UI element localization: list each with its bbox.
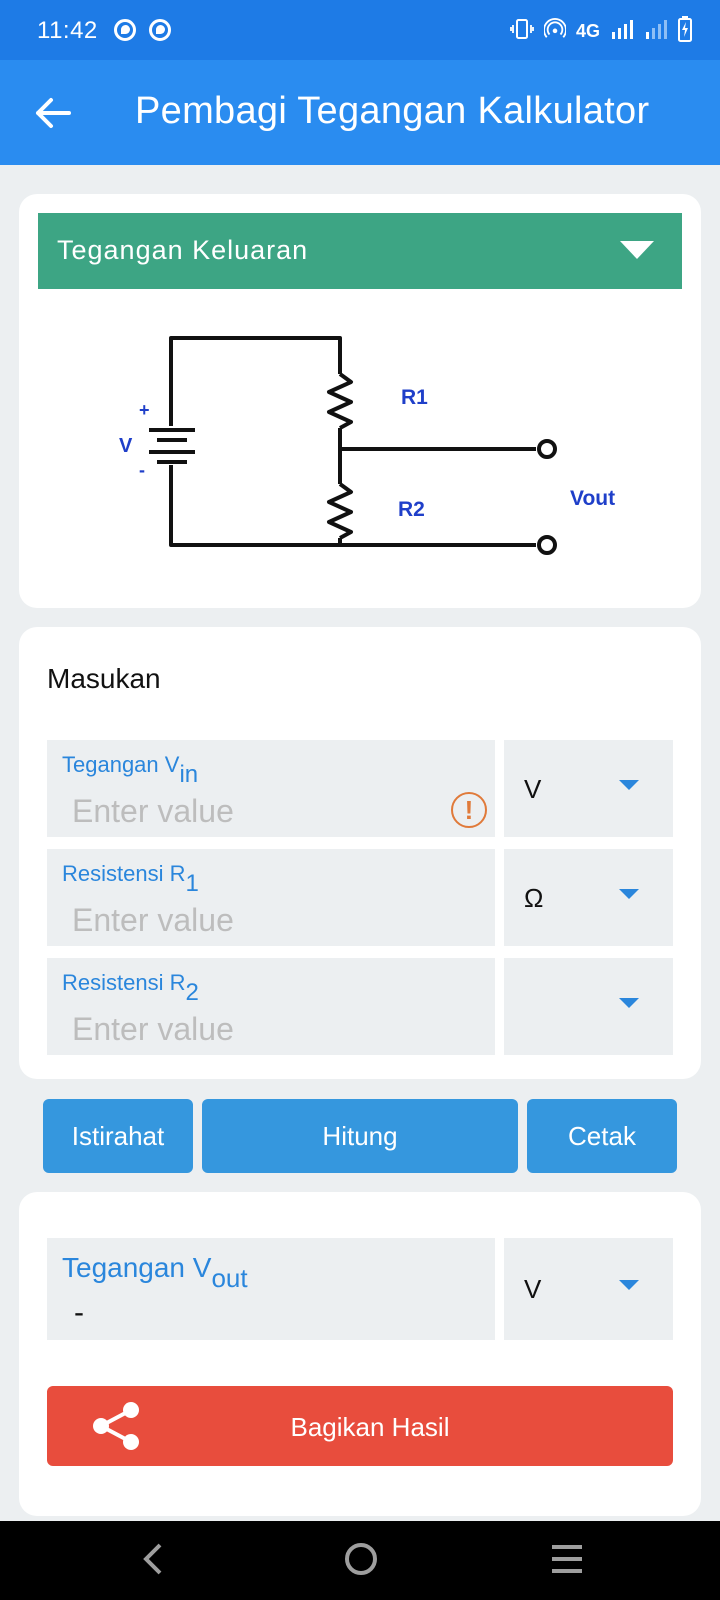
vin-unit-dropdown[interactable]: V <box>504 740 673 837</box>
vibrate-icon <box>510 17 534 46</box>
output-terminal-bottom <box>537 535 557 555</box>
caret-down-icon <box>619 1280 639 1290</box>
r2-field-label: Resistensi R2 <box>62 970 199 1006</box>
r2-unit-dropdown[interactable] <box>504 958 673 1055</box>
positive-sign: + <box>139 400 150 420</box>
app-notification-icon <box>149 19 171 41</box>
r1-field-label: Resistensi R1 <box>62 861 199 897</box>
network-type-label: 4G <box>575 20 600 41</box>
nav-menu-hamburger-icon[interactable] <box>550 1543 584 1580</box>
signal-icon <box>610 18 634 45</box>
exclamation-circle-icon: ! <box>451 792 487 828</box>
reset-button[interactable]: Istirahat <box>43 1099 193 1173</box>
r1-label: R1 <box>401 386 428 409</box>
vin-unit-value: V <box>524 774 542 804</box>
signal-weak-icon <box>644 18 668 45</box>
vout-result-value: - <box>74 1296 84 1329</box>
nav-home-circle-icon[interactable] <box>343 1541 379 1582</box>
r1-field[interactable]: Resistensi R1 <box>47 849 495 946</box>
hotspot-icon <box>543 17 567 45</box>
share-icon <box>91 1400 141 1457</box>
r1-unit-dropdown[interactable]: Ω <box>504 849 673 946</box>
circuit-card: Tegangan Keluaran + V - R1 R2 Vout <box>19 194 701 608</box>
vout-result-label: Tegangan Vout <box>62 1252 248 1293</box>
r2-field[interactable]: Resistensi R2 <box>47 958 495 1055</box>
vout-unit-value: V <box>524 1274 542 1304</box>
voltage-divider-diagram: + V - R1 R2 Vout <box>119 336 615 555</box>
share-result-button[interactable]: Bagikan Hasil <box>47 1386 673 1466</box>
caret-down-icon <box>619 889 639 899</box>
status-icons: 4G <box>510 15 692 47</box>
share-button-label: Bagikan Hasil <box>290 1412 450 1442</box>
battery-charging-icon <box>678 15 692 47</box>
system-nav-bar <box>0 1521 720 1600</box>
caret-down-icon <box>619 780 639 790</box>
status-time: 11:42 <box>37 17 98 44</box>
calculation-mode-dropdown[interactable]: Tegangan Keluaran <box>38 213 682 289</box>
result-card: Tegangan Vout - V Bagikan Hasil <box>19 1192 701 1516</box>
negative-sign: - <box>139 460 145 480</box>
vin-field[interactable]: Tegangan Vin ! <box>47 740 495 837</box>
caret-down-icon <box>619 998 639 1008</box>
vout-result-field: Tegangan Vout - <box>47 1238 495 1340</box>
nav-back-chevron-left-icon[interactable] <box>138 1541 168 1582</box>
page-title: Pembagi Tegangan Kalkulator <box>135 90 650 132</box>
app-bar: Pembagi Tegangan Kalkulator <box>0 60 720 165</box>
calculate-button[interactable]: Hitung <box>202 1099 518 1173</box>
caret-down-icon <box>620 241 654 259</box>
r2-label: R2 <box>398 498 425 521</box>
app-notification-icon <box>114 19 136 41</box>
output-terminal-top <box>537 439 557 459</box>
calculation-mode-label: Tegangan Keluaran <box>57 235 309 265</box>
source-label: V <box>119 435 133 457</box>
vout-unit-dropdown[interactable]: V <box>504 1238 673 1340</box>
status-bar: 11:42 4G <box>0 0 720 60</box>
r1-input[interactable] <box>72 901 452 939</box>
inputs-card: Masukan Tegangan Vin ! V Resistensi R1 Ω… <box>19 627 701 1079</box>
print-button[interactable]: Cetak <box>527 1099 677 1173</box>
inputs-section-title: Masukan <box>47 663 161 694</box>
vout-label: Vout <box>570 487 615 510</box>
back-arrow-icon[interactable] <box>30 90 76 136</box>
vin-input[interactable] <box>72 792 452 830</box>
r1-unit-value: Ω <box>524 883 544 913</box>
r2-input[interactable] <box>72 1010 452 1048</box>
vin-field-label: Tegangan Vin <box>62 752 199 788</box>
